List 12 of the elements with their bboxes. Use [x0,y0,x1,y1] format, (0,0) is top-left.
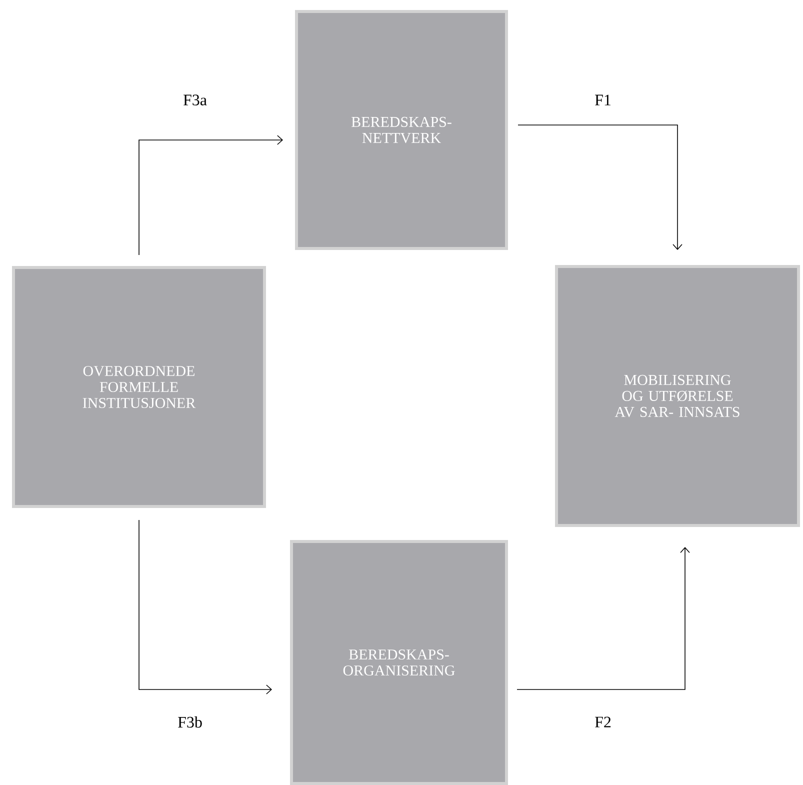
process-box: BEREDSKAPS- ORGANISERING [290,540,508,785]
process-box: MOBILISERING OG UTFØRELSE AV SAR- INNSATS [555,265,800,527]
process-box: BEREDSKAPS- NETTVERK [295,10,508,250]
edge-label: F3b [176,715,204,729]
arrow [518,124,682,250]
edge-label: F2 [594,716,612,728]
arrow [516,547,690,690]
arrow [138,520,272,694]
process-box: OVERORDNEDE FORMELLE INSTITUSJONER [12,266,266,508]
edge-label: F1 [594,94,612,106]
arrow [138,135,283,256]
edge-label: F3a [182,94,208,106]
